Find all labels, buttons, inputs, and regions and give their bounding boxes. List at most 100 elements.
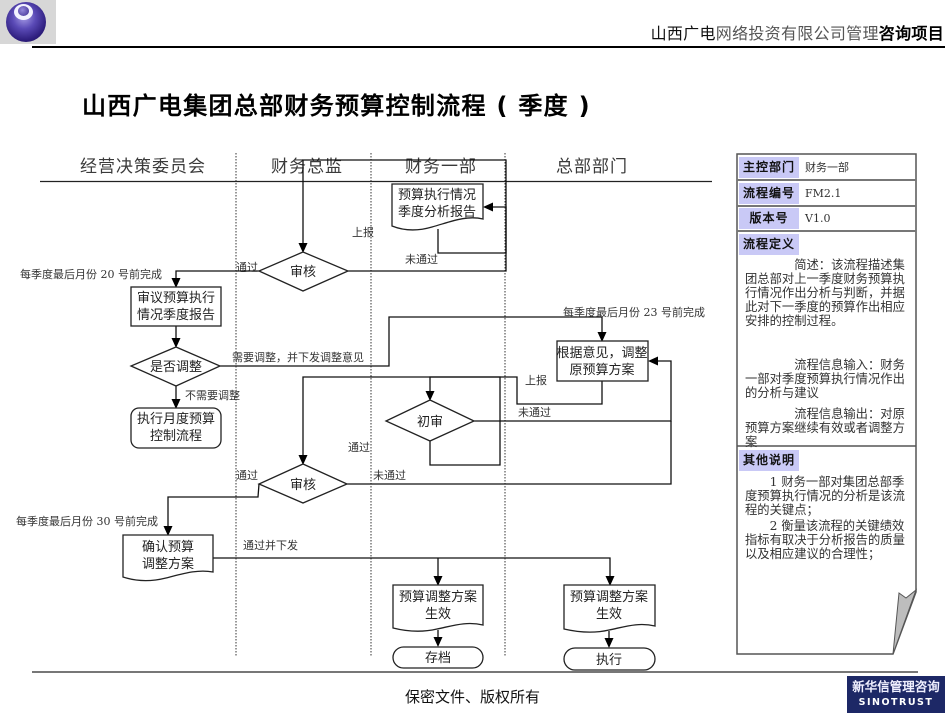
node-text-line: 预算调整方案 — [570, 589, 648, 605]
edge-labels: 上报 未通过 通过 每季度最后月份 20 号前完成 需要调整，并下发调整意见 每… — [16, 225, 705, 552]
node-effective-left: 预算调整方案 生效 — [392, 584, 484, 632]
edge-review1-pass — [175, 270, 259, 279]
edge-label-deadline-20: 每季度最后月份 20 号前完成 — [20, 267, 162, 281]
note-item: 1 财务一部对集团总部季度预算执行情况的分析是该流程的关键点； — [745, 475, 905, 517]
company-logo — [0, 0, 56, 44]
info-panel-frame — [736, 153, 918, 655]
node-initial-review: 初审 — [384, 399, 476, 442]
edge-label-deadline-30: 每季度最后月份 30 号前完成 — [16, 514, 158, 528]
node-review-1: 审核 — [257, 251, 350, 292]
subprocess-box — [130, 407, 222, 449]
edge-label-report-up: 上报 — [352, 225, 374, 239]
edge-label-no-adjust: 不需要调整 — [185, 388, 240, 402]
edge-review2-reject — [347, 421, 672, 485]
decision-diamond — [129, 346, 222, 387]
edge-label-plan-up: 上报 — [525, 373, 547, 387]
decision-diamond — [384, 399, 476, 442]
edge-label-need-adjust: 需要调整，并下发调整意见 — [232, 350, 364, 364]
panel-definition-text: 简述：该流程描述集团总部对上一季度财务预算执行情况作出分析与判断，并据此对下一季… — [745, 258, 912, 449]
arrowhead-down-icon — [605, 576, 615, 586]
edge-confirm-issue — [213, 557, 611, 577]
edge-label-pass-issue: 通过并下发 — [243, 538, 298, 552]
arrowhead-down-icon — [597, 332, 607, 342]
edge-label-review2-reject: 未通过 — [373, 469, 406, 482]
process-box — [130, 286, 222, 327]
node-confirm-plan: 确认预算 调整方案 — [122, 534, 214, 582]
connectors — [167, 159, 672, 639]
node-text-line: 预算执行情况 — [398, 188, 476, 203]
decision-diamond — [257, 251, 350, 292]
page-curl-icon — [892, 588, 918, 655]
node-text: 存档 — [425, 651, 451, 666]
lane-header-finance-dept: 财务一部 — [405, 157, 477, 177]
node-effective-right: 预算调整方案 生效 — [563, 584, 656, 633]
panel-label-definition: 流程定义 — [739, 234, 799, 255]
edge-label-initial-pass: 通过 — [348, 441, 370, 454]
document-shape — [563, 584, 656, 633]
sinotrust-logo: 新华信管理咨询 SINOTRUST — [847, 676, 945, 713]
node-text: 审核 — [290, 478, 316, 493]
node-text: 审核 — [290, 265, 316, 280]
terminator-shape — [392, 646, 484, 669]
node-text-line: 季度分析报告 — [398, 204, 476, 220]
node-adjust-decision: 是否调整 — [129, 346, 222, 387]
node-text-line: 执行月度预算 — [137, 411, 215, 427]
panel-label-process-id: 流程编号 — [739, 183, 799, 204]
node-text-line: 情况季度报告 — [137, 307, 215, 323]
arrowhead-down-icon — [171, 338, 181, 348]
logo-core-icon — [18, 6, 29, 16]
arrowhead-down-icon — [433, 637, 443, 647]
header-organization: 山西广电网络投资有限公司管理咨询项目 — [651, 20, 944, 44]
arrowhead-left-icon — [648, 356, 658, 366]
node-adjust-plan: 根据意见，调整 原预算方案 — [556, 340, 649, 382]
edge-label-deadline-23: 每季度最后月份 23 号前完成 — [563, 305, 705, 319]
node-text-line: 生效 — [596, 607, 622, 622]
arrowhead-down-icon — [171, 399, 181, 409]
header-divider — [32, 46, 945, 48]
panel-label-version: 版本号 — [739, 208, 799, 229]
edge-label-review2-pass: 通过 — [236, 469, 258, 482]
node-review-2: 审核 — [257, 463, 349, 504]
terminator-shape — [563, 647, 656, 671]
process-box — [556, 340, 649, 382]
document-shape — [122, 534, 214, 582]
node-monthly-control: 执行月度预算 控制流程 — [130, 407, 222, 449]
edge-label-review1-pass: 通过 — [236, 261, 258, 274]
node-text-line: 预算调整方案 — [399, 589, 477, 605]
swimlane-headers: 经营决策委员会 财务总监 财务一部 总部部门 — [40, 157, 712, 183]
arrowheads — [163, 202, 658, 648]
node-committee-review: 审议预算执行 情况季度报告 — [130, 286, 222, 327]
document-shape — [391, 183, 484, 231]
edge-review1-reject — [348, 206, 507, 272]
node-text-line: 审议预算执行 — [137, 291, 215, 306]
arrowhead-down-icon — [298, 455, 308, 465]
node-execute: 执行 — [563, 647, 656, 671]
panel-value-process-id: FM2.1 — [805, 187, 842, 200]
node-archive: 存档 — [392, 646, 484, 669]
lane-header-cfo: 财务总监 — [271, 157, 343, 177]
footer-confidential: 保密文件、版权所有 — [405, 688, 541, 706]
decision-diamond — [257, 463, 349, 504]
note-item: 2 衡量该流程的关键绩效指标有取决于分析报告的质量以及相应建议的合理性； — [745, 519, 905, 561]
edge-review2-pass — [167, 483, 260, 527]
lane-header-hq-depts: 总部部门 — [556, 157, 628, 177]
header-org-part1: 山西广电 — [650, 24, 716, 43]
header-org-part3: 咨询项目 — [878, 24, 944, 43]
edge-initial-reject — [474, 360, 672, 422]
definition-input: 流程信息输入：财务一部对季度预算执行情况作出的分析与建议 — [745, 358, 905, 400]
node-text: 执行 — [596, 653, 622, 668]
node-text-line: 原预算方案 — [569, 362, 634, 378]
edge-label-review1-reject: 未通过 — [405, 253, 438, 266]
panel-label-owner-dept: 主控部门 — [739, 157, 799, 178]
node-text-line: 生效 — [425, 607, 451, 622]
node-report-doc: 预算执行情况 季度分析报告 — [391, 183, 484, 231]
panel-label-notes: 其他说明 — [739, 450, 799, 471]
node-text-line: 根据意见，调整 — [556, 345, 647, 361]
brand-name-en: SINOTRUST — [858, 697, 934, 708]
header-org-part2: 网络投资有限公司管理 — [715, 24, 879, 43]
arrowhead-down-icon — [433, 576, 443, 586]
node-text: 初审 — [417, 415, 443, 430]
node-text-line: 调整方案 — [142, 556, 194, 572]
arrowhead-down-icon — [163, 526, 173, 536]
